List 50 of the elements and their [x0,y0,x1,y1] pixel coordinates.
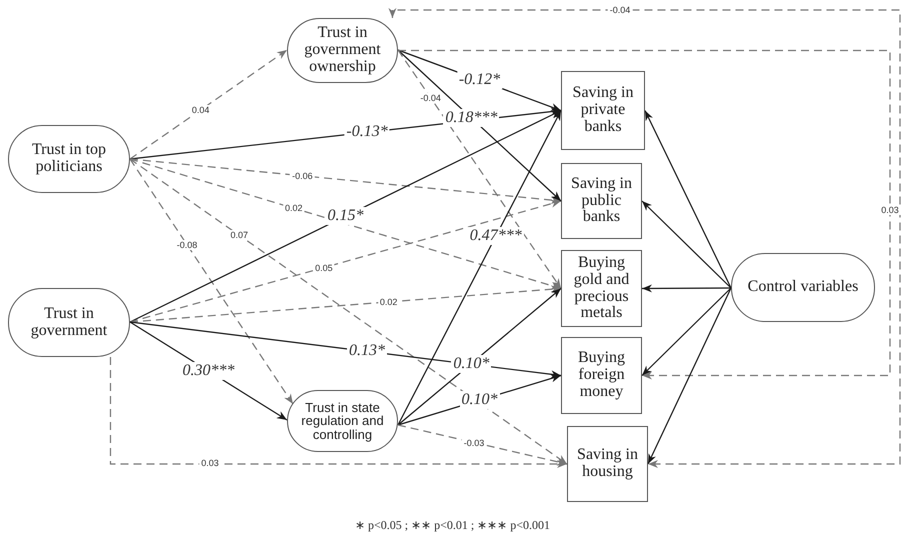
edge-label: 0.47*** [468,227,524,246]
latent-variable-node: Trust in state regulation and controlling [287,390,398,452]
arrow [397,110,562,426]
dashed-arrow [398,50,562,289]
edge-label: -0.08 [174,240,200,250]
outcome-box: Buying gold and precious metals [561,250,642,327]
arrow [130,110,562,323]
edge-label: 0.10* [460,391,500,410]
arrow [642,200,732,288]
dashed-arrow [388,8,901,468]
edge-label: 0.10* [451,354,492,373]
edge-label: -0.12* [456,71,502,90]
edge-label: -0.04 [418,92,443,103]
edge-label: 0.02 [378,296,400,307]
edge-label: 0.03 [199,458,221,468]
latent-variable-node: Control variables [731,253,875,322]
dashed-arrow [130,285,562,323]
edge-label: 0.05 [313,262,335,273]
significance-note: ∗ p<0.05 ; ∗∗ p<0.01 ; ∗∗∗ p<0.001 [355,518,550,532]
edge-label: -0.04 [608,5,632,15]
dashed-arrow [130,158,294,404]
dashed-arrow [130,158,562,290]
arrow [644,110,732,288]
arrow [398,288,562,426]
arrow [642,288,732,376]
edge-label: 0.04 [190,104,212,115]
edge-label: 0.30*** [180,362,236,380]
dashed-arrow [130,158,562,204]
dashed-arrow [398,50,891,380]
edge-label: -0.03 [462,438,486,448]
latent-variable-node: Trust in government [8,288,130,357]
arrow [398,50,562,202]
outcome-box: Saving in private banks [561,71,645,150]
outcome-box: Saving in housing [567,426,648,502]
latent-variable-node: Trust in top politicians [8,125,130,193]
edge-label: 0.02 [283,203,305,214]
outcome-box: Saving in public banks [561,163,642,239]
arrow [647,288,732,464]
dashed-arrow [110,357,567,468]
edge-label: 0.15* [326,207,366,226]
dashed-arrow [130,158,568,464]
edge-label: 0.07 [228,230,250,240]
outcome-box: Buying foreign money [561,337,642,414]
edge-label: 0.18*** [443,108,500,127]
edge-label: 0.03 [879,205,901,215]
arrow [642,284,731,292]
dashed-arrow [130,50,288,160]
edge-label: -0.06 [290,170,315,181]
latent-variable-node: Trust in government ownership [287,18,398,83]
dashed-arrow [130,200,562,323]
